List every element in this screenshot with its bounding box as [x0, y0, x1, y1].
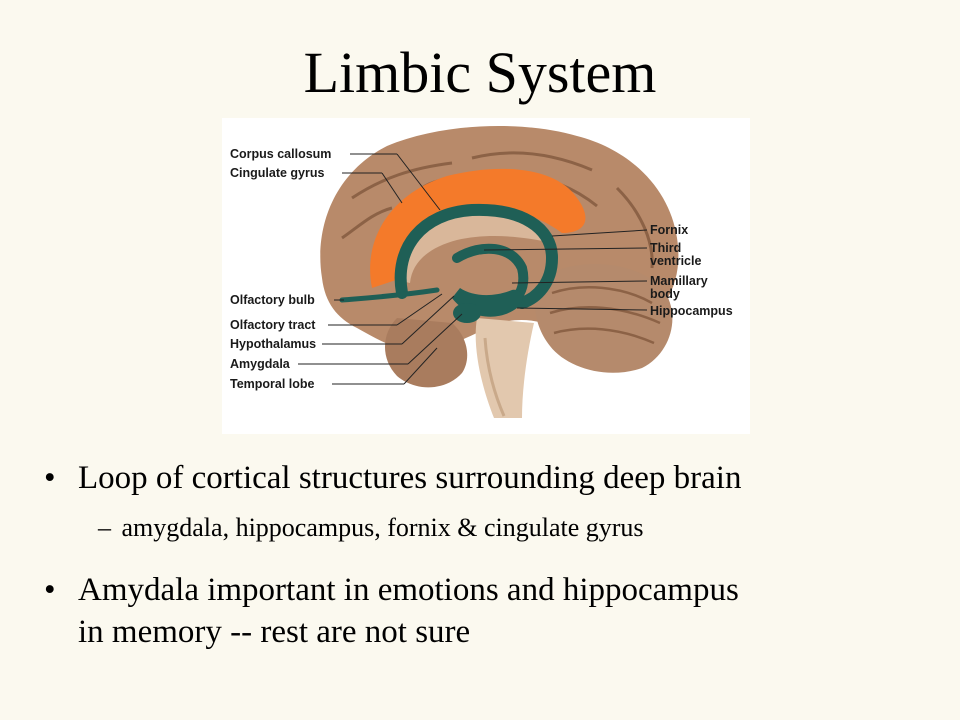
- olfactory-bulb-shape: [339, 287, 440, 303]
- label-olfactory-bulb: Olfactory bulb: [230, 293, 315, 307]
- bullet-continuation: in memory -- rest are not sure: [78, 612, 948, 652]
- bullet-text-line-2: in memory -- rest are not sure: [78, 614, 471, 650]
- amygdala-shape: [453, 303, 481, 323]
- sub-bullet-item: – amygdala, hippocampus, fornix & cingul…: [98, 512, 644, 544]
- brain-illustration: Corpus callosum Cingulate gyrus Olfactor…: [230, 125, 733, 418]
- temporal-lobe-shape: [384, 318, 468, 388]
- label-amygdala: Amygdala: [230, 357, 291, 371]
- label-hippocampus: Hippocampus: [650, 304, 733, 318]
- sub-bullet-text: amygdala, hippocampus, fornix & cingulat…: [121, 513, 644, 542]
- bullet-text-line-1: Amydala important in emotions and hippoc…: [78, 572, 739, 608]
- bullet-item: • Amydala important in emotions and hipp…: [44, 570, 948, 610]
- bullet-marker: •: [44, 460, 56, 496]
- label-corpus-callosum: Corpus callosum: [230, 147, 331, 161]
- label-fornix: Fornix: [650, 223, 688, 237]
- cingulate-gyrus-shape: [370, 168, 586, 288]
- brain-diagram: Corpus callosum Cingulate gyrus Olfactor…: [222, 118, 750, 434]
- label-third-ventricle-2: ventricle: [650, 254, 701, 268]
- label-hypothalamus: Hypothalamus: [230, 337, 316, 351]
- bullet-marker: •: [44, 572, 56, 608]
- label-mamillary-body-1: Mamillary: [650, 274, 708, 288]
- sub-bullet-marker: –: [98, 513, 111, 542]
- label-temporal-lobe: Temporal lobe: [230, 377, 315, 391]
- bullet-item: • Loop of cortical structures surroundin…: [44, 458, 948, 498]
- fornix-shape: [394, 203, 559, 309]
- cerebellum: [535, 264, 673, 373]
- label-mamillary-body-2: body: [650, 287, 680, 301]
- label-olfactory-tract: Olfactory tract: [230, 318, 316, 332]
- brainstem: [475, 318, 534, 418]
- label-cingulate-gyrus: Cingulate gyrus: [230, 166, 325, 180]
- slide-title: Limbic System: [303, 40, 657, 105]
- label-third-ventricle-1: Third: [650, 241, 681, 255]
- bullet-text: Loop of cortical structures surrounding …: [78, 460, 742, 496]
